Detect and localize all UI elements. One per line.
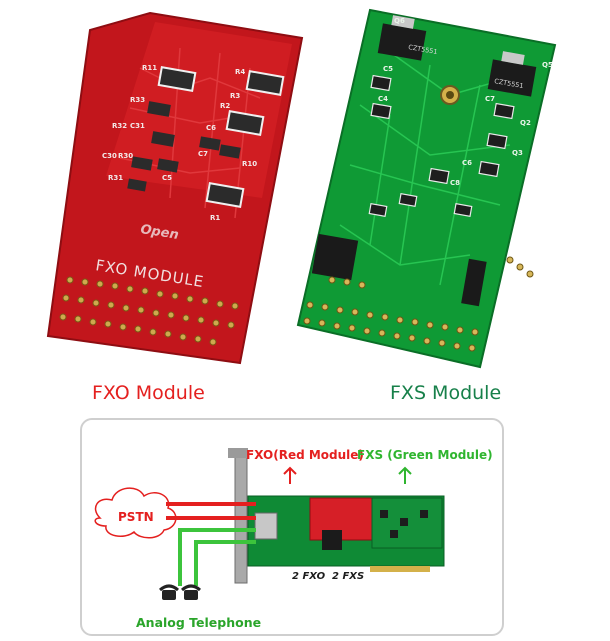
pstn-label: PSTN [118, 510, 154, 524]
chip-ic1 [311, 233, 359, 281]
resistor-r3 [225, 110, 265, 136]
rj-ports [254, 512, 278, 540]
label-c8: C8 [450, 179, 460, 187]
fxs-pin-header [303, 256, 534, 352]
label-c6: C6 [462, 159, 472, 167]
label-c5: C5 [162, 174, 172, 182]
label-r1: R1 [210, 214, 220, 222]
label-r32: R32 [112, 122, 127, 130]
resistor-r11 [157, 66, 197, 92]
fxs-green-module-label: FXS (Green Module) [357, 448, 493, 462]
label-c30: C30 [102, 152, 117, 160]
label-q6: Q6 [394, 17, 405, 25]
fxo-red-module-label: FXO(Red Module) [246, 448, 364, 462]
analog-telephone-label: Analog Telephone [136, 615, 262, 630]
fxo-module-photo: R11 R4 R33 R2 R3 R32 C31 C6 C30 R30 C5 C… [46, 11, 304, 365]
resistor-r1 [205, 182, 245, 208]
pcie-edge-connector [370, 566, 430, 572]
fxs-board-body [298, 10, 555, 367]
resistor-r4 [245, 70, 285, 96]
label-r31: R31 [108, 174, 123, 182]
chip-ic2 [461, 258, 487, 307]
fxo-silkscreen-open: Open [139, 222, 179, 243]
label-r4: R4 [235, 68, 245, 76]
port-count-fxs: 2 FXS [332, 571, 365, 582]
label-c6: C6 [206, 124, 216, 132]
fxo-pin-header [59, 276, 239, 346]
fxo-arrow [283, 466, 297, 484]
connection-diagram: PSTN [94, 448, 445, 600]
label-c4: C4 [378, 95, 388, 103]
fxs-module-photo: CZT5551 CZT5551 Q6 Q5 C5 C4 C7 Q2 Q3 C6 … [296, 8, 557, 369]
fxs-arrow [398, 466, 412, 484]
card-chip [322, 530, 342, 550]
label-q3: Q3 [512, 149, 523, 157]
pstn-lines [166, 502, 256, 520]
label-q5: Q5 [542, 61, 553, 69]
label-c5: C5 [383, 65, 393, 73]
telephone-icon [159, 584, 201, 600]
port-count-fxo: 2 FXO [292, 571, 326, 582]
label-r10: R10 [242, 160, 257, 168]
label-r2: R2 [220, 102, 230, 110]
label-r3: R3 [230, 92, 240, 100]
label-q2: Q2 [520, 119, 531, 127]
label-c7: C7 [198, 150, 208, 158]
label-r11: R11 [142, 64, 157, 72]
fxs-caption: FXS Module [390, 382, 502, 404]
label-c7: C7 [485, 95, 495, 103]
telephone-lines [178, 528, 256, 586]
fxo-caption: FXO Module [92, 382, 205, 404]
label-r33: R33 [130, 96, 145, 104]
label-r30: R30 [118, 152, 133, 160]
label-c31: C31 [130, 122, 145, 130]
transistor-q6 [377, 15, 427, 61]
transistor-q5 [487, 51, 537, 97]
